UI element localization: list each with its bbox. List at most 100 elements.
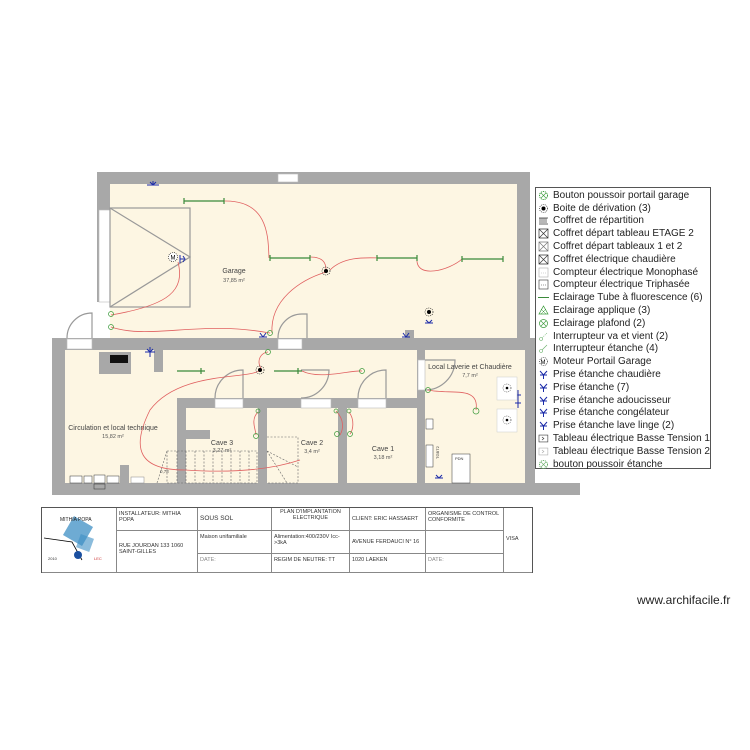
room-laverie-name: Local Laverie et Chaudière [428, 364, 512, 371]
legend-item: Coffret de répartition [538, 215, 710, 228]
hourglass-box-icon [538, 241, 549, 252]
legend-item: Eclairage plafond (2) [538, 317, 710, 330]
logo: 2010 LEC MITHIA POPA [42, 508, 117, 573]
legend-label: Coffret départ tableaux 1 et 2 [553, 241, 683, 253]
legend-item: Prise étanche lave linge (2) [538, 419, 710, 432]
garage-floor [110, 184, 517, 338]
garage-door [109, 207, 192, 308]
motor-icon: M [168, 252, 178, 262]
legend-item: Prise étanche congélateur [538, 407, 710, 420]
wall-light-icon [538, 305, 549, 315]
legend-item: M Moteur Portail Garage [538, 355, 710, 368]
legend-label: Interrupteur étanche (4) [553, 343, 659, 355]
socket-icon [539, 409, 548, 418]
legend-label: Interrupteur va et vient (2) [553, 330, 669, 342]
hourglass-box-icon [538, 228, 549, 239]
visa-cell: VISA [504, 508, 532, 573]
legend-item: Interrupteur étanche (4) [538, 343, 710, 356]
legend-label: Boite de dérivation (3) [553, 202, 651, 214]
panel-icon [538, 447, 549, 456]
push-button-icon [539, 190, 548, 200]
legend-item: Boite de dérivation (3) [538, 202, 710, 215]
hourglass-box-icon [538, 254, 549, 265]
junction-box-icon [539, 203, 548, 213]
legend-label: Tableau électrique Basse Tension 2 [552, 445, 710, 457]
legend-label: Moteur Portail Garage [553, 356, 652, 368]
panel-label: PDN [455, 456, 464, 461]
legend-label: Prise étanche lave linge (2) [553, 420, 675, 432]
room-cave1-name: Cave 1 [372, 446, 394, 453]
legend-label: Prise étanche (7) [553, 381, 630, 393]
svg-text:M: M [171, 256, 176, 262]
legend-label: Prise étanche congélateur [553, 407, 670, 419]
legend-item: Prise étanche adoucisseur [538, 394, 710, 407]
technical-equipment [69, 355, 518, 490]
legend-item: Bouton poussoir portail garage [538, 189, 710, 202]
neutral-cell: REGIM DE NEUTRE: TT [272, 554, 350, 573]
legend-label: Prise étanche adoucisseur [553, 394, 671, 406]
installer-cell: INSTALLATEUR: MITHIA POPA [117, 508, 198, 531]
legend-label: Compteur électrique Monophasé [553, 266, 699, 278]
legend-label: Coffret de répartition [553, 215, 644, 227]
client-street-cell: AVENUE FERDAUCI N° 16 [350, 531, 426, 554]
socket-icon [539, 383, 548, 392]
legend-item: Compteur électrique Monophasé [538, 266, 710, 279]
legend-label: Coffret électrique chaudière [553, 253, 676, 265]
level-cell: SOUS SOL [198, 508, 272, 531]
installer-address-cell: RUE JOURDAN 133 1060 SAINT-GILLES [117, 531, 198, 573]
room-laverie-area: 7,7 m² [462, 373, 478, 379]
control-body-cell: ORGANISME DE CONTROL CONFORMITE [426, 508, 504, 531]
building-type-cell: Maison unifamiliale [198, 531, 272, 554]
legend-item: Prise étanche chaudière [538, 368, 710, 381]
socket-icon [539, 421, 548, 431]
watermark: www.archifacile.fr [637, 593, 731, 607]
lower-floor [65, 350, 525, 483]
tube-lights [177, 198, 504, 374]
socket-icon [539, 370, 548, 380]
legend-item: Coffret départ tableaux 1 et 2 [538, 240, 710, 253]
legend-label: Compteur électrique Triphasée [553, 279, 690, 291]
legend-item: Tableau électrique Basse Tension 1 [538, 432, 710, 445]
legend-item: Eclairage Tube à fluorescence (6) [538, 291, 710, 304]
motor-icon: M [539, 357, 548, 366]
socket-icon [539, 396, 548, 405]
legend-item: Prise étanche (7) [538, 381, 710, 394]
legend-label: Prise étanche chaudière [553, 369, 661, 381]
legend-item: Tableau électrique Basse Tension 2 [538, 445, 710, 458]
room-garage-area: 37,85 m² [223, 278, 245, 284]
room-cave1-area: 3,18 m² [374, 455, 393, 461]
room-cave3-area: 3,27 m² [213, 448, 232, 454]
sockets [145, 181, 521, 479]
wiring [110, 200, 477, 472]
legend-item: Interrupteur va et vient (2) [538, 330, 710, 343]
meter-icon [538, 280, 549, 290]
room-cave3-name: Cave 3 [211, 440, 233, 447]
tube-light-icon [538, 297, 549, 299]
junction-boxes [255, 266, 434, 375]
legend-item: Coffret départ tableau ETAGE 2 [538, 227, 710, 240]
legend-label: Eclairage plafond (2) [553, 317, 646, 329]
svg-text:2010: 2010 [48, 556, 58, 561]
room-circulation-area: 15,82 m² [102, 434, 124, 440]
logo-text: MITHIA POPA [60, 517, 92, 523]
logo-graphic: 2010 LEC [43, 515, 102, 561]
legend-item: Eclairage applique (3) [538, 304, 710, 317]
supply-cell: Alimentation:400/230V Icc->3kA [272, 531, 350, 554]
legend-label: Coffret départ tableau ETAGE 2 [553, 228, 694, 240]
legend-item: Compteur électrique Triphasée [538, 279, 710, 292]
ceiling-light-icon [539, 319, 548, 328]
client-cell: CLIENT: ERIC HASSAERT [350, 508, 426, 531]
room-cave2-area: 3,4 m² [304, 449, 320, 455]
control-empty-cell [426, 531, 504, 554]
legend-label: Tableau électrique Basse Tension 1 [552, 433, 710, 445]
switches [108, 311, 480, 439]
control-date-cell: DATE: [426, 554, 504, 573]
client-city-cell: 1020 LAEKEN [350, 554, 426, 573]
waterproof-switch-icon [539, 345, 548, 354]
legend-label: Eclairage applique (3) [553, 305, 651, 317]
room-garage-name: Garage [222, 268, 245, 275]
panel-icon [538, 434, 549, 443]
two-way-switch-icon [539, 332, 548, 341]
svg-text:M: M [541, 360, 546, 366]
legend-item: bouton poussoir étanche [538, 458, 710, 471]
